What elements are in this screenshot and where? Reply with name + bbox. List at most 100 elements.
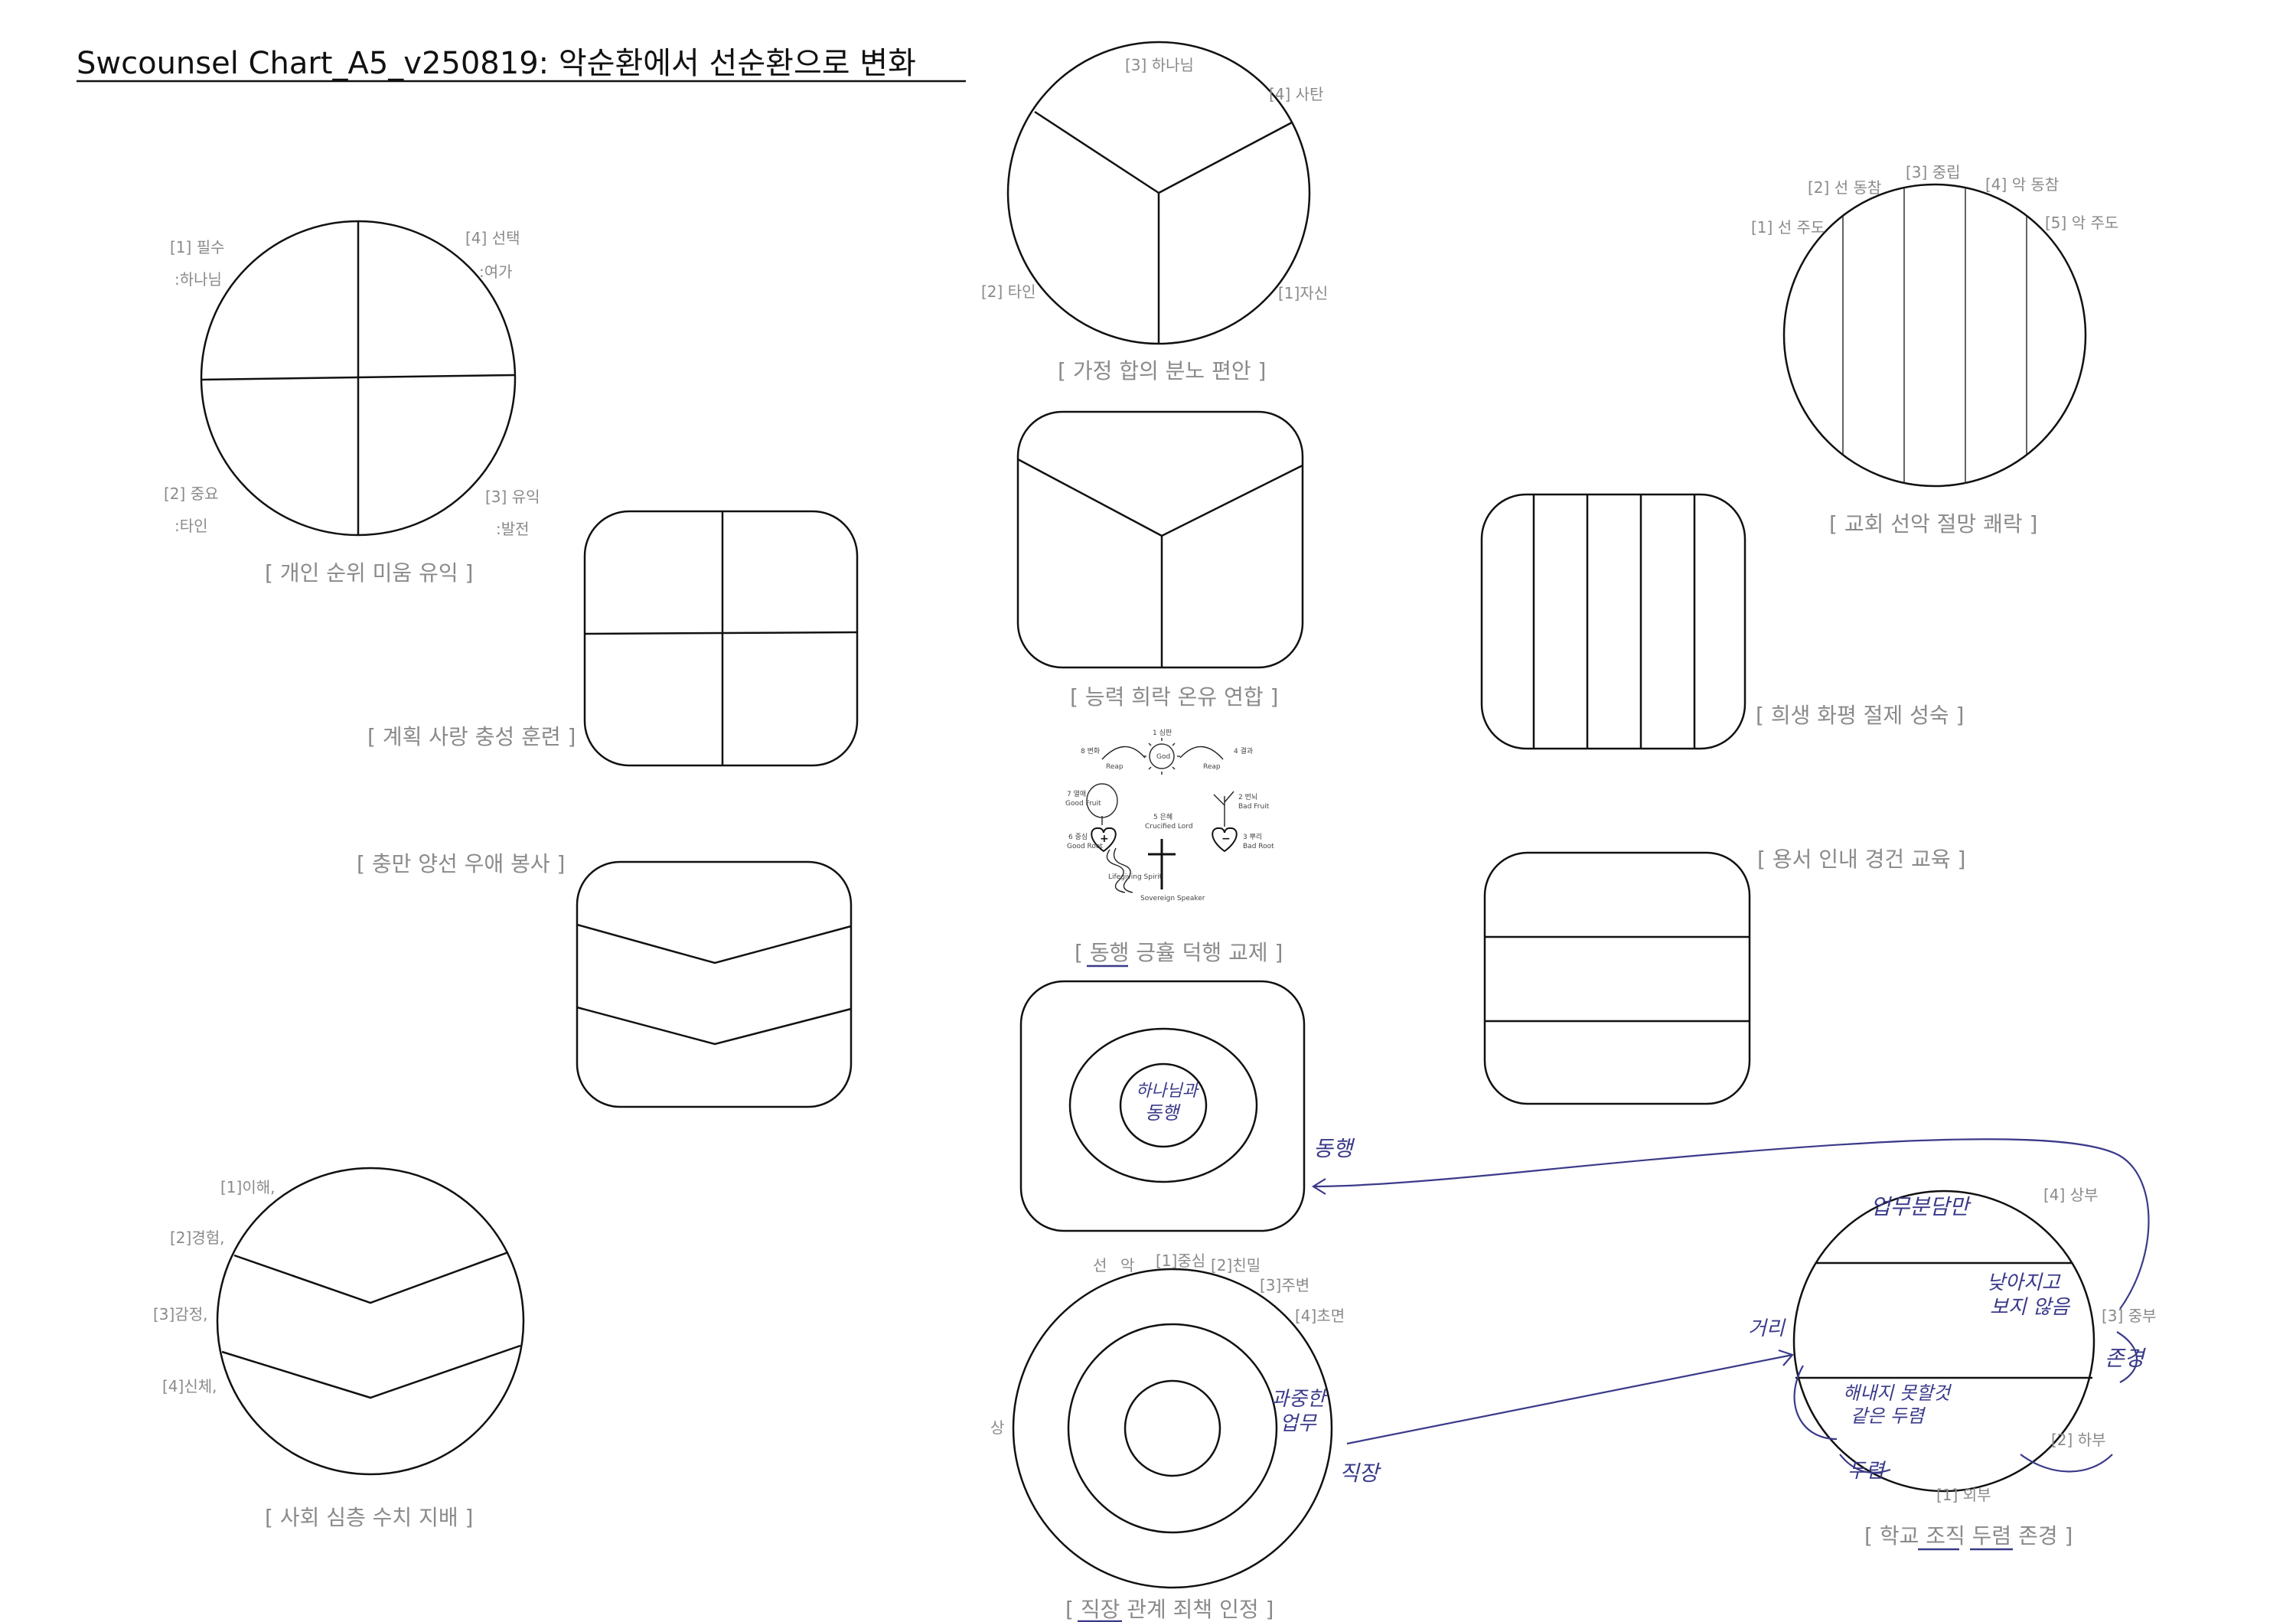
sacrifice-caption: [ 희생 화평 절제 성숙 ] xyxy=(1756,703,1964,728)
workplace-label: 직장 xyxy=(1339,1460,1381,1486)
church-label-3: [3] 중립 xyxy=(1906,163,1961,181)
work-caption: [ 직장 관계 죄책 인정 ] xyxy=(1065,1597,1274,1622)
distance-arrow xyxy=(1346,1353,1793,1445)
school-mid-note-2: 보지 않음 xyxy=(1990,1296,2071,1319)
cycle-change: 8 변화 xyxy=(1081,747,1100,756)
lower-right-curve xyxy=(2020,1454,2113,1473)
cycle-god: God xyxy=(1156,753,1170,761)
walk-arrow-label: 동행 xyxy=(1313,1136,1355,1161)
fullness-caption: [ 충만 양선 우애 봉사 ] xyxy=(357,851,565,876)
church-label-5: [5] 악 주도 xyxy=(2045,214,2118,232)
cycle-lifegiving: Lifegiving Spirit xyxy=(1108,873,1163,881)
cycle-judgement: 1 심판 xyxy=(1153,729,1172,737)
family-label-1: [1]자신 xyxy=(1278,284,1328,302)
heart-good-icon xyxy=(1091,827,1117,853)
cycle-center: 6 중심 xyxy=(1068,833,1088,841)
fear-label: 두렴 xyxy=(1848,1460,1887,1483)
page-title: Swcounsel Chart_A5_v250819: 악순환에서 선순환으로 … xyxy=(77,46,916,81)
cycle-crucified-lord: Crucified Lord xyxy=(1145,823,1193,831)
distance-label: 거리 xyxy=(1748,1317,1786,1340)
cycle-reap-left: Reap xyxy=(1106,763,1124,771)
school-label-1: [1] 외부 xyxy=(1936,1486,1991,1504)
work-middle-circle xyxy=(1067,1323,1278,1534)
forgive-caption: [ 용서 인내 경건 교육 ] xyxy=(1757,847,1965,872)
society-caption: [ 사회 심층 수치 지배 ] xyxy=(265,1505,473,1530)
school-low-note-2: 같은 두렴 xyxy=(1851,1405,1926,1427)
family-label-4: [4] 사탄 xyxy=(1269,85,1324,103)
fullness-box xyxy=(576,860,853,1108)
walk-box xyxy=(1019,980,1306,1232)
busy-work-line1: 과중한 xyxy=(1270,1388,1328,1411)
work-label-intimate: [2]친밀 xyxy=(1211,1256,1261,1274)
ability-caption: [ 능력 희락 온유 연합 ] xyxy=(1070,684,1278,710)
cycle-arrow-right xyxy=(1179,746,1224,760)
ability-box xyxy=(1016,410,1304,669)
personal-label-2-sub: :타인 xyxy=(174,517,208,535)
handwritten-annotations: 동행 직장 거리 과중한 업무 업무분담만 낮아지고 보지 않음 해내지 못할것… xyxy=(1270,1136,2150,1486)
personal-label-1: [1] 필수 xyxy=(170,238,225,256)
sacrifice-chart: [ 희생 화평 절제 성숙 ] xyxy=(1480,493,1964,750)
school-caption: [ 학교 조직 두렴 존경 ] xyxy=(1864,1523,2073,1549)
plan-chart: [ 계획 사랑 충성 훈련 ] xyxy=(367,510,859,767)
work-label-periphery: [3]주변 xyxy=(1260,1276,1309,1294)
church-label-4: [4] 악 동참 xyxy=(1985,175,2059,194)
minus-sign: − xyxy=(1221,833,1231,845)
society-label-2: [2]경험, xyxy=(170,1229,225,1247)
cycle-anguish: 2 번뇌 xyxy=(1238,793,1257,801)
cycle-result: 4 결과 xyxy=(1234,747,1253,756)
society-chart: [1]이해, [2]경험, [3]감정, [4]신체, [ 사회 심층 수치 지… xyxy=(153,1167,525,1530)
cycle-reap-right: Reap xyxy=(1203,763,1221,771)
personal-label-3: [3] 유익 xyxy=(485,488,540,506)
school-label-4: [4] 상부 xyxy=(2043,1186,2099,1204)
school-label-3: [3] 중부 xyxy=(2102,1307,2157,1325)
sun-icon xyxy=(1149,743,1175,769)
distance-arrowhead xyxy=(1778,1349,1794,1366)
bare-tree-icon xyxy=(1213,791,1234,827)
work-chart: 선 악 [1]중심 [2]친밀 [3]주변 [4]초면 상 [ 직장 관계 죄책… xyxy=(990,1252,1345,1622)
plan-caption: [ 계획 사랑 충성 훈련 ] xyxy=(367,724,576,749)
cycle-good-fruit: Good Fruit xyxy=(1065,800,1101,808)
sacrifice-box xyxy=(1480,493,1746,750)
society-label-4: [4]신체, xyxy=(162,1377,217,1395)
school-mid-note-1: 낮아지고 xyxy=(1987,1271,2061,1294)
plan-box xyxy=(583,510,859,767)
cycle-arrow-left xyxy=(1101,746,1146,760)
fullness-chart: [ 충만 양선 우애 봉사 ] xyxy=(357,851,853,1108)
family-label-3: [3] 하나님 xyxy=(1125,56,1194,74)
cycle-diagram: God 1 심판 4 결과 8 변화 Reap Reap 7 열매 Good F… xyxy=(1065,729,1283,968)
busy-work-line2: 업무 xyxy=(1280,1412,1317,1435)
school-chart: [4] 상부 [3] 중부 [2] 하부 [1] 외부 [ 학교 조직 두렴 존… xyxy=(1792,1186,2157,1551)
walk-center-line1: 하나님과 xyxy=(1136,1082,1199,1101)
church-chart: [2] 선 동참 [3] 중립 [4] 악 동참 [1] 선 주도 [5] 악 … xyxy=(1751,163,2118,537)
cycle-bad-fruit: Bad Fruit xyxy=(1238,803,1270,811)
forgive-chart: [ 용서 인내 경건 교육 ] xyxy=(1483,847,1965,1105)
fear-curve-2 xyxy=(1839,1454,1891,1474)
family-caption: [ 가정 합의 분노 편안 ] xyxy=(1058,358,1266,383)
society-label-1: [1]이해, xyxy=(220,1178,276,1196)
respect-curve xyxy=(2116,1331,2138,1383)
work-label-evil: 악 xyxy=(1120,1256,1134,1274)
school-top-note: 업무분담만 xyxy=(1870,1194,1971,1219)
school-label-2: [2] 하부 xyxy=(2051,1431,2106,1449)
personal-label-4: [4] 선택 xyxy=(465,229,520,247)
school-circle xyxy=(1792,1190,2095,1493)
church-label-1: [1] 선 주도 xyxy=(1751,218,1825,237)
work-outer-circle xyxy=(1012,1268,1333,1589)
church-circle xyxy=(1782,183,2087,488)
personal-label-4-sub: :여가 xyxy=(479,263,513,281)
work-label-center: [1]중심 xyxy=(1156,1252,1205,1270)
walk-center-line2: 동행 xyxy=(1145,1102,1181,1124)
family-label-2: [2] 타인 xyxy=(981,282,1036,301)
personal-label-3-sub: :발전 xyxy=(496,520,530,538)
walk-inner-ellipse xyxy=(1119,1062,1208,1148)
heart-bad-icon xyxy=(1212,827,1238,853)
plus-sign: + xyxy=(1100,833,1109,845)
family-chart: [3] 하나님 [4] 사탄 [2] 타인 [1]자신 [ 가정 합의 분노 편… xyxy=(981,41,1328,383)
cycle-grace: 5 은혜 xyxy=(1153,812,1172,821)
society-label-3: [3]감정, xyxy=(153,1305,208,1323)
church-label-2: [2] 선 동참 xyxy=(1808,178,1881,197)
cycle-good-root: Good Root xyxy=(1067,843,1103,850)
walk-arrow xyxy=(1313,1138,2150,1310)
cycle-sovereign: Sovereign Speaker xyxy=(1140,895,1205,902)
personal-caption: [ 개인 순위 미움 유익 ] xyxy=(265,560,473,586)
